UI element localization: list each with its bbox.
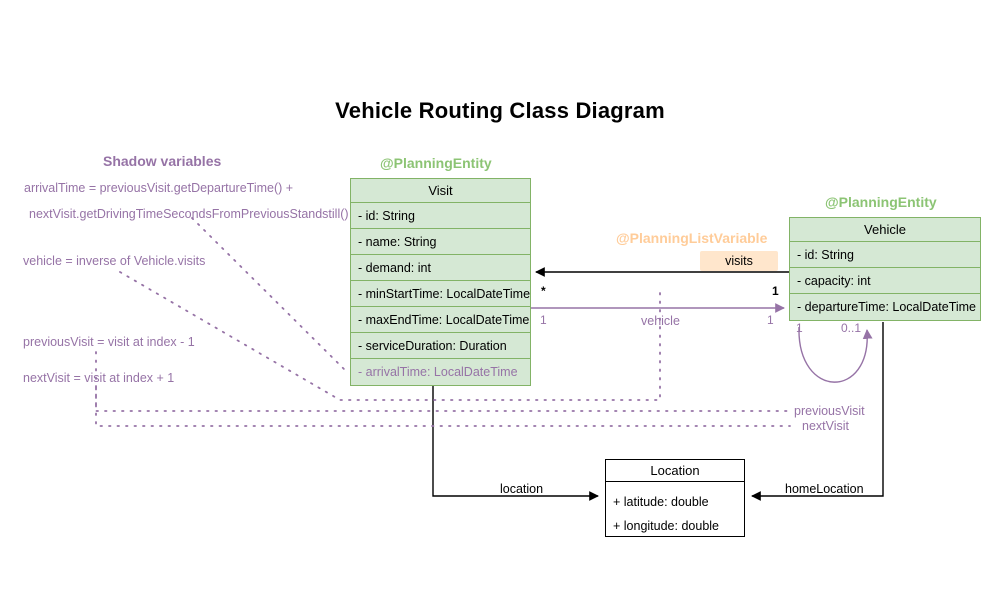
class-name-vehicle: Vehicle (790, 218, 980, 242)
class-name-location: Location (606, 460, 744, 482)
class-field-visit-name: - name: String (351, 229, 530, 255)
class-field-visit-min-start-time: - minStartTime: LocalDateTime (351, 281, 530, 307)
class-field-vehicle-id: - id: String (790, 242, 980, 268)
multiplicity-vehicle-target: 1 (767, 313, 774, 327)
class-field-visit-service-duration: - serviceDuration: Duration (351, 333, 530, 359)
relation-label-visits: visits (700, 251, 778, 271)
shadow-variable-previous-visit: previousVisit = visit at index - 1 (23, 335, 195, 349)
relation-label-location: location (500, 482, 544, 496)
connector-self-loop (798, 326, 873, 383)
stereotype-vehicle: @PlanningEntity (825, 194, 937, 210)
class-field-location-latitude: + latitude: double (613, 495, 709, 509)
multiplicity-vehicle-source: 1 (540, 313, 547, 327)
page-title: Vehicle Routing Class Diagram (335, 98, 665, 123)
shadow-variable-vehicle: vehicle = inverse of Vehicle.visits (23, 254, 206, 268)
class-field-location-longitude: + longitude: double (613, 519, 719, 533)
multiplicity-self-loop-target: 0..1 (841, 321, 862, 335)
multiplicity-visits-source: 1 (772, 284, 779, 298)
multiplicity-visits-target: * (541, 284, 546, 298)
class-field-vehicle-capacity: - capacity: int (790, 268, 980, 294)
multiplicity-self-loop-source: 1 (796, 321, 803, 335)
relation-label-vehicle: vehicle (641, 314, 680, 328)
relation-label-home-location: homeLocation (785, 482, 864, 496)
relation-label-previous-visit: previousVisit (794, 404, 865, 418)
class-box-location[interactable]: Location + latitude: double + longitude:… (605, 459, 745, 537)
shadow-variable-arrival-time-line1: arrivalTime = previousVisit.getDeparture… (24, 181, 294, 195)
class-box-vehicle[interactable]: Vehicle - id: String - capacity: int - d… (789, 217, 981, 321)
class-field-group-location: + latitude: double + longitude: double (606, 482, 744, 537)
stereotype-visit: @PlanningEntity (380, 155, 492, 171)
class-field-vehicle-departure-time: - departureTime: LocalDateTime (797, 300, 977, 314)
shadow-variable-next-visit: nextVisit = visit at index + 1 (23, 371, 175, 385)
class-field-visit-max-end-time: - maxEndTime: LocalDateTime (351, 307, 530, 333)
shadow-link-next-visit (95, 387, 791, 427)
relation-label-next-visit: nextVisit (802, 419, 850, 433)
class-name-visit: Visit (351, 179, 530, 203)
stereotype-planning-list-variable: @PlanningListVariable (616, 230, 768, 246)
class-box-visit[interactable]: Visit - id: String - name: String - dema… (350, 178, 531, 386)
shadow-link-arrival-time (191, 217, 349, 374)
class-field-visit-arrival-time: - arrivalTime: LocalDateTime (358, 365, 518, 379)
class-field-visit-id: - id: String (351, 203, 530, 229)
class-field-visit-demand: - demand: int (351, 255, 530, 281)
shadow-variable-arrival-time-line2: nextVisit.getDrivingTimeSecondsFromPrevi… (29, 207, 349, 221)
shadow-variables-heading: Shadow variables (103, 153, 222, 169)
